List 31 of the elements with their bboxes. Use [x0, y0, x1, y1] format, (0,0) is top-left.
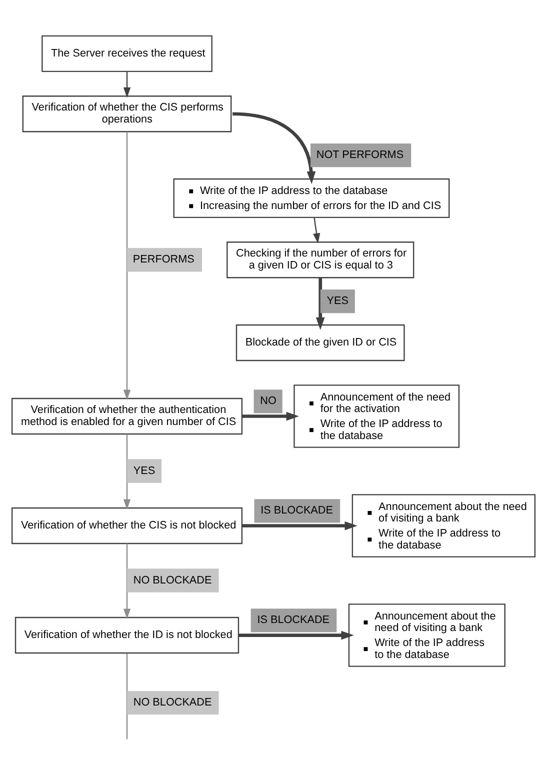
node-box: Announcement of the need for the activation Write of the IP address to the database — [294, 384, 460, 448]
arrow — [123, 543, 131, 619]
arrow — [123, 434, 131, 510]
node-box: Verification of whether the authentication method is enabled for a given number of CIS — [11, 397, 243, 434]
edge-label: IS BLOCKADE — [260, 504, 334, 516]
node-box: Blockade of the given ID or CIS — [236, 324, 405, 361]
node-box: Verification of whether the CIS is not blocked — [11, 506, 243, 544]
edge-label: NO BLOCKADE — [133, 574, 212, 586]
node-box: Verification of whether the ID is not blocked — [14, 616, 240, 654]
edge-label: NOT PERFORMS — [316, 148, 404, 161]
node-box: Verification of whether the CIS performs operations — [22, 95, 232, 132]
node-box: Checking if the number of errors for a given ID or CIS is equal to 3 — [226, 241, 414, 278]
connector — [126, 652, 128, 739]
arrow — [232, 112, 316, 184]
node-box: The Server receives the request — [42, 34, 212, 72]
arrow — [313, 217, 320, 244]
arrow — [242, 520, 358, 530]
arrow — [238, 630, 354, 640]
arrow — [316, 278, 325, 330]
arrow — [123, 131, 131, 400]
arrow — [242, 411, 299, 420]
edge-label: NO — [260, 394, 276, 407]
edge-label: YES — [326, 294, 348, 307]
node-box: Write of the IP address to the database Increasing the number of errors for the ID and CIS — [173, 178, 450, 218]
node-box: Announcement about the need of visiting a bank Write of the IP address to the database — [352, 494, 536, 557]
node-box: Announcement about the need of visiting a bank Write of the IP address to the database — [348, 603, 506, 666]
edge-label: NO BLOCKADE — [133, 696, 212, 708]
edge-label: PERFORMS — [132, 253, 194, 266]
edge-label: YES — [133, 464, 156, 476]
edge-label: IS BLOCKADE — [257, 614, 330, 626]
arrow — [123, 71, 131, 98]
